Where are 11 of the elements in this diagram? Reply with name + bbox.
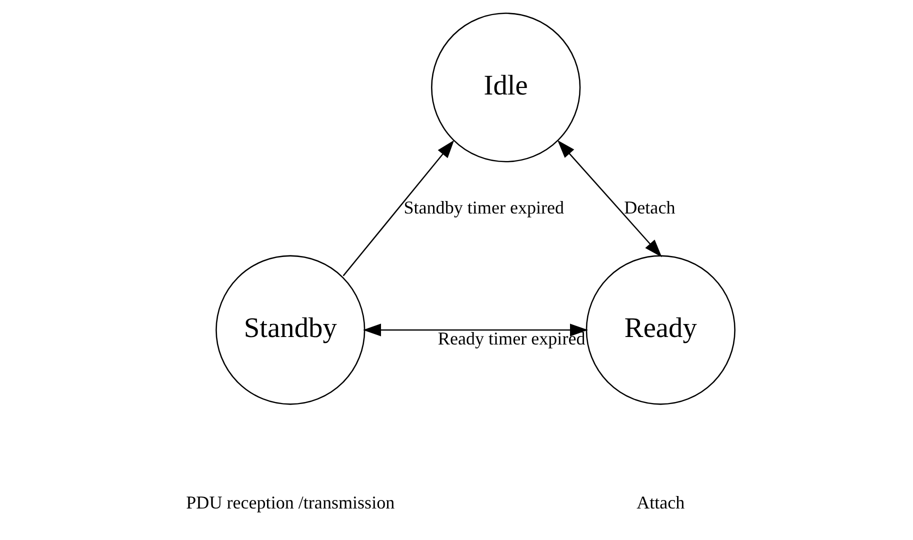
- node-circle: Standby: [216, 255, 366, 405]
- edge-label: Ready timer expired: [438, 328, 586, 348]
- label: Attach: [636, 492, 685, 512]
- arrow: [342, 140, 454, 276]
- edge-label: Detach: [624, 197, 676, 218]
- label: PDU reception /transmission: [186, 492, 395, 512]
- node-circle: Ready: [586, 255, 736, 405]
- arrow: [362, 324, 588, 336]
- arrow: [557, 140, 662, 258]
- edge-label: Standby timer expired: [404, 197, 564, 218]
- node-circle: Idle: [431, 12, 581, 162]
